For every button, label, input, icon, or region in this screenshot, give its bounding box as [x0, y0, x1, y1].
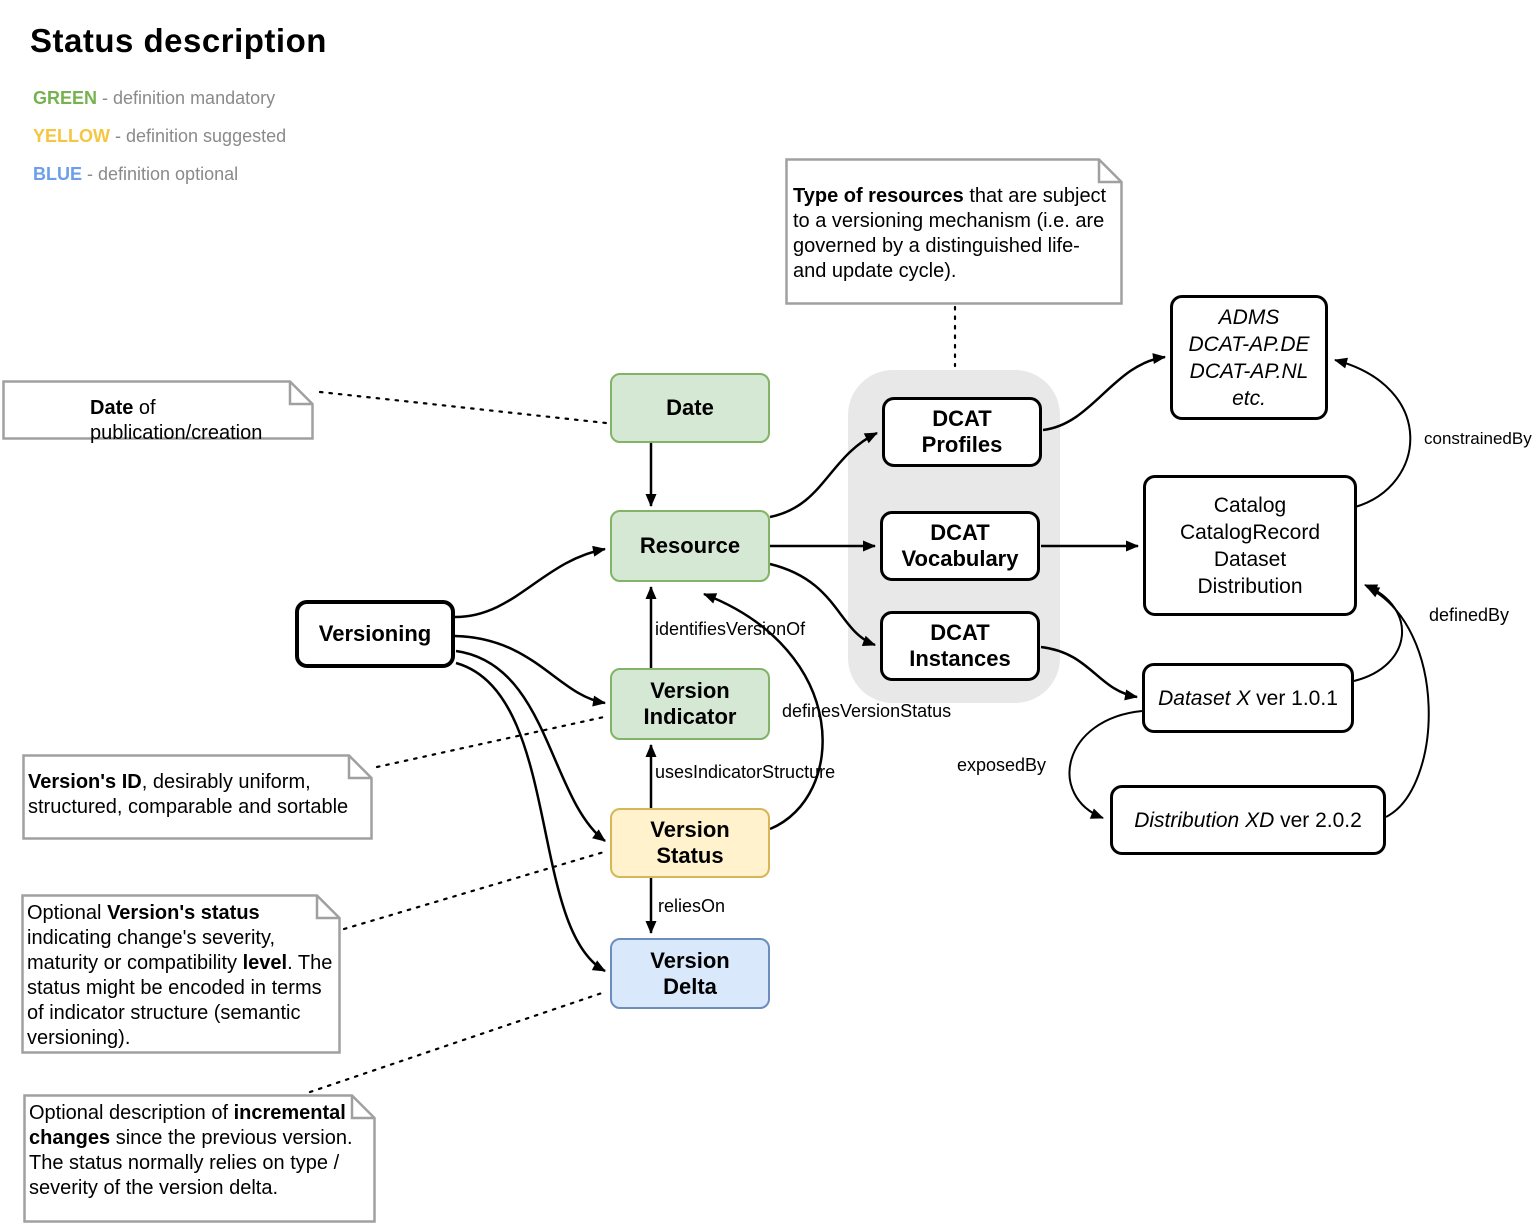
edge-versioning-version-status	[455, 649, 606, 842]
legend-term-blue: BLUE	[33, 164, 82, 184]
note-version-delta-pre: Optional description of	[29, 1102, 234, 1124]
node-adms-profiles: ADMS DCAT-AP.DE DCAT-AP.NL etc.	[1170, 295, 1328, 420]
node-date: Date	[610, 373, 770, 443]
note-version-status-mid: indicating change's severity, maturity o…	[27, 927, 276, 974]
node-version-indicator-label: Version Indicator	[643, 678, 737, 729]
catalog-line-3: Dataset	[1213, 547, 1287, 571]
note-shape	[21, 894, 341, 1054]
note-shape	[22, 754, 373, 840]
legend-desc-yellow: - definition suggested	[110, 126, 287, 146]
note-date-rest: of publication/creation	[90, 397, 263, 444]
adms-line-4: etc.	[1232, 386, 1266, 410]
note-type-rest: that are subject to a versioning mechani…	[793, 185, 1107, 282]
edge-exposed-by	[1068, 710, 1143, 819]
node-dcat-instances: DCAT Instances	[880, 611, 1040, 681]
edge-label-exposed-by: exposedBy	[957, 755, 1047, 775]
node-dcat-instances-label: DCAT Instances	[909, 620, 1011, 671]
node-dcat-vocabulary: DCAT Vocabulary	[880, 511, 1040, 581]
node-dcat-vocabulary-label: DCAT Vocabulary	[901, 520, 1019, 571]
distribution-xd-name: Distribution XD	[1134, 808, 1275, 832]
note-shape	[2, 380, 314, 440]
legend-item-green: GREEN - definition mandatory	[33, 88, 286, 126]
note-version-status: Optional Version's status indicating cha…	[21, 894, 341, 1054]
edge-label-uses-indicator-structure: usesIndicatorStructure	[655, 762, 836, 782]
node-versioning: Versioning	[295, 600, 455, 668]
dataset-x-name: Dataset X	[1158, 686, 1251, 710]
edge-resource-dcat-profiles	[769, 431, 878, 519]
legend-term-yellow: YELLOW	[33, 126, 110, 146]
node-resource-label: Resource	[639, 533, 741, 559]
note-version-status-rest: . The status might be encoded in terms o…	[27, 952, 333, 1049]
edge-defines-version-status	[703, 592, 824, 831]
node-version-delta: Version Delta	[610, 938, 770, 1009]
node-dcat-profiles-label: DCAT Profiles	[921, 406, 1003, 457]
node-version-indicator: Version Indicator	[610, 668, 770, 740]
node-catalog-classes: Catalog CatalogRecord Dataset Distributi…	[1143, 475, 1357, 616]
note-version-delta: Optional description of incremental chan…	[23, 1094, 376, 1223]
legend: GREEN - definition mandatory YELLOW - de…	[33, 88, 286, 202]
node-date-label: Date	[666, 395, 714, 421]
adms-line-3: DCAT-AP.NL	[1189, 359, 1309, 383]
note-date: Date of publication/creation	[2, 380, 314, 444]
link-note-version-status	[342, 850, 606, 931]
edge-label-defined-by: definedBy	[1429, 605, 1510, 625]
link-note-version-id	[375, 715, 606, 769]
node-distribution-xd: Distribution XD ver 2.0.2	[1110, 785, 1386, 855]
adms-line-2: DCAT-AP.DE	[1188, 332, 1310, 356]
node-version-status: Version Status	[610, 808, 770, 878]
note-version-id: Version's ID, desirably uniform, structu…	[22, 754, 373, 840]
edge-label-relies-on: reliesOn	[658, 896, 726, 916]
note-date-bold: Date	[90, 397, 134, 419]
note-type-bold: Type of resources	[793, 185, 964, 207]
link-note-date	[318, 390, 608, 425]
edge-distribution-xd-defined-by	[1366, 586, 1430, 818]
node-dataset-x: Dataset X ver 1.0.1	[1142, 663, 1354, 733]
edge-constrained-by	[1334, 357, 1412, 508]
node-resource: Resource	[610, 510, 770, 582]
distribution-xd-version: ver 2.0.2	[1274, 808, 1362, 832]
note-version-delta-rest: since the previous version. The status n…	[29, 1127, 353, 1199]
catalog-line-2: CatalogRecord	[1179, 520, 1321, 544]
page-title: Status description	[30, 22, 327, 59]
edge-versioning-version-delta	[455, 661, 606, 973]
catalog-line-1: Catalog	[1213, 493, 1287, 517]
edge-dataset-x-defined-by	[1353, 584, 1403, 682]
edge-resource-dcat-instances	[769, 562, 876, 647]
note-version-status-bold: Version's status	[107, 902, 260, 924]
note-version-status-bold2: level	[242, 952, 288, 974]
node-versioning-label: Versioning	[318, 621, 432, 647]
edge-label-constrained-by: constrainedBy	[1424, 429, 1532, 448]
legend-item-yellow: YELLOW - definition suggested	[33, 126, 286, 164]
note-version-delta-bold: incremental changes	[29, 1102, 346, 1149]
legend-item-blue: BLUE - definition optional	[33, 164, 286, 202]
edge-label-defines-version-status: definesVersionStatus	[782, 701, 952, 721]
edge-versioning-resource	[454, 545, 606, 619]
catalog-line-4: Distribution	[1197, 574, 1303, 598]
node-version-status-label: Version Status	[650, 817, 730, 868]
note-type-of-resources: Type of resources that are subject to a …	[785, 158, 1123, 305]
note-version-id-rest: , desirably uniform, structured, compara…	[28, 771, 349, 818]
note-shape	[785, 158, 1123, 305]
edge-dcat-profiles-adms	[1042, 353, 1166, 432]
edge-dcat-instances-dataset-x	[1040, 645, 1138, 701]
link-note-version-delta	[308, 991, 604, 1094]
edge-label-identifies-version-of: identifiesVersionOf	[655, 619, 806, 639]
dataset-x-version: ver 1.0.1	[1250, 686, 1338, 710]
legend-desc-blue: - definition optional	[82, 164, 239, 184]
note-shape	[23, 1094, 376, 1223]
legend-desc-green: - definition mandatory	[97, 88, 276, 108]
node-dcat-profiles: DCAT Profiles	[882, 397, 1042, 467]
edge-versioning-version-indicator	[454, 634, 606, 707]
note-version-status-pre: Optional	[27, 902, 108, 924]
legend-term-green: GREEN	[33, 88, 98, 108]
note-version-id-bold: Version's ID	[28, 771, 142, 793]
node-version-delta-label: Version Delta	[650, 947, 730, 999]
adms-line-1: ADMS	[1218, 305, 1280, 329]
